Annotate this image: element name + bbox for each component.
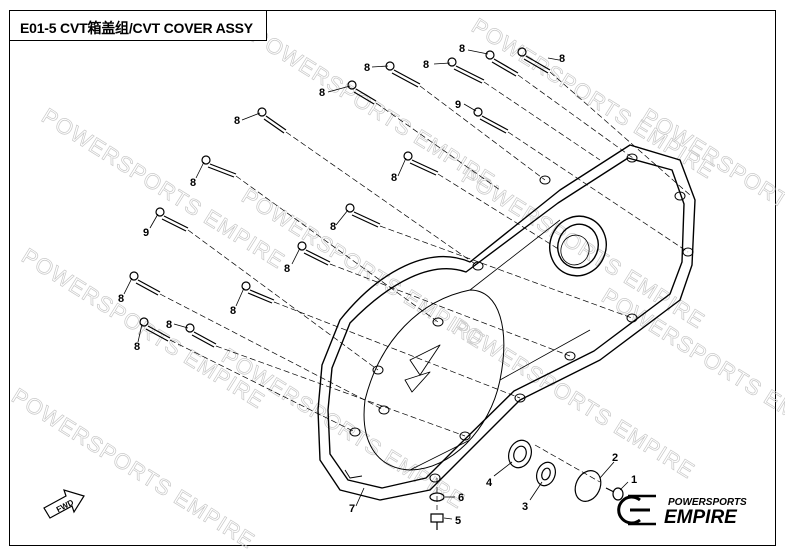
bolt-14 [241, 281, 275, 304]
logo-top-text: POWERSPORTS [668, 497, 747, 508]
leader-lines [123, 49, 629, 520]
callout-8: 8 [559, 53, 565, 65]
callout-6: 6 [458, 492, 464, 504]
bolt-16 [185, 323, 217, 348]
cvt-cover [317, 144, 696, 501]
fwd-arrow: FWD [43, 489, 85, 519]
bolt-11 [155, 207, 189, 232]
callout-8: 8 [330, 221, 336, 233]
callout-8: 8 [391, 172, 397, 184]
callout-8: 8 [459, 43, 465, 55]
part-5-plug [430, 513, 444, 530]
callout-1: 1 [631, 474, 637, 486]
callout-8: 8 [190, 177, 196, 189]
callout-8: 8 [118, 293, 124, 305]
callout-8: 8 [166, 319, 172, 331]
callout-8: 8 [134, 341, 140, 353]
part-3-seal [535, 461, 557, 487]
bolt-9 [201, 155, 237, 178]
cover-bosses [349, 153, 694, 483]
title-box: E01-5 CVT箱盖组/CVT COVER ASSY [9, 10, 267, 41]
bolt-2 [485, 50, 519, 77]
callout-2: 2 [612, 452, 618, 464]
callout-9: 9 [455, 99, 461, 111]
callout-9: 9 [143, 227, 149, 239]
bolt-4 [385, 61, 421, 88]
callout-8: 8 [230, 305, 236, 317]
callout-8: 8 [364, 62, 370, 74]
bolt-6 [473, 107, 509, 134]
callout-3: 3 [522, 501, 528, 513]
logo-main-text: EMPIRE [664, 507, 738, 528]
bolt-12 [297, 241, 331, 266]
bolts [129, 47, 551, 348]
bolt-7 [257, 107, 287, 134]
part-6-washer [429, 492, 445, 502]
part-1-screw [605, 487, 624, 501]
watermark-text-2: POWERSPORTS EMPIRE [17, 243, 269, 413]
callout-7: 7 [349, 503, 355, 515]
watermark-text-7: POWERSPORTS EMPIRE [467, 13, 719, 183]
callout-4: 4 [486, 477, 493, 489]
callout-8: 8 [234, 115, 240, 127]
brand-logo: POWERSPORTS EMPIRE [617, 494, 747, 528]
watermark-text-3: POWERSPORTS EMPIRE [7, 383, 259, 553]
watermark: POWERSPORTS EMPIRE POWERSPORTS EMPIRE PO… [7, 13, 785, 554]
callouts: 8 8 8 8 8 8 8 9 8 8 8 9 8 8 8 8 8 8 1 2 … [118, 43, 637, 527]
page-title: E01-5 CVT箱盖组/CVT COVER ASSY [20, 20, 253, 36]
callout-8: 8 [319, 87, 325, 99]
border-frame [9, 10, 776, 546]
callout-8: 8 [284, 263, 290, 275]
part-4-bearing [508, 439, 532, 469]
part-2-plate [574, 470, 602, 502]
assembly-lines [159, 71, 691, 510]
watermark-text-8: POWERSPORTS EMPIRE [457, 163, 709, 333]
logo-emblem [617, 494, 656, 526]
bolt-1 [517, 47, 551, 74]
bolt-3 [447, 57, 485, 84]
small-parts [429, 439, 624, 530]
callout-5: 5 [455, 515, 461, 527]
bolt-8 [403, 151, 439, 176]
bolt-5 [347, 80, 377, 105]
bolt-13 [129, 271, 161, 296]
bolt-10 [345, 203, 381, 228]
bolt-15 [139, 317, 171, 342]
callout-8: 8 [423, 59, 429, 71]
watermark-text-10: POWERSPORTS EMPIRE [637, 103, 785, 273]
